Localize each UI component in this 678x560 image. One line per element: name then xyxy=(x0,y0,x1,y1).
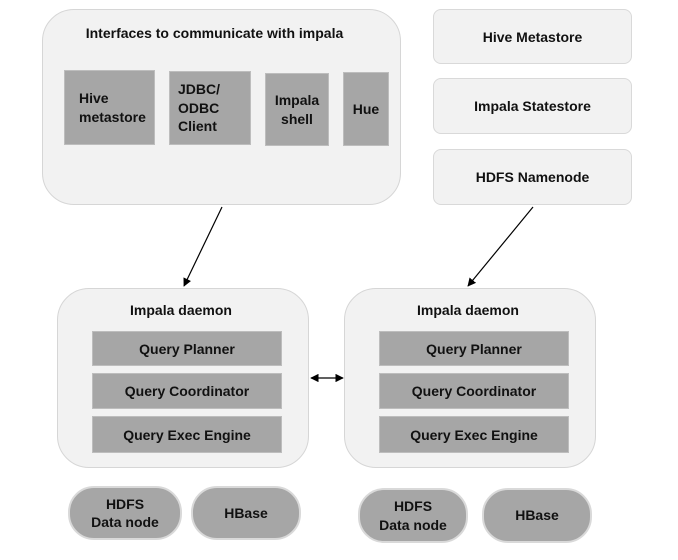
arrow-namenode-to-daemon xyxy=(467,206,534,287)
query-exec-engine-2: Query Exec Engine xyxy=(379,416,569,453)
impala-daemon-title-1: Impala daemon xyxy=(130,302,232,318)
hdfs-data-node-2: HDFS Data node xyxy=(358,488,468,543)
query-coordinator-1: Query Coordinator xyxy=(92,373,282,409)
hive-metastore-box: Hive Metastore xyxy=(433,9,632,64)
query-planner-1: Query Planner xyxy=(92,331,282,366)
hdfs-data-node-1: HDFS Data node xyxy=(68,486,182,540)
interface-hive-metastore: Hive metastore xyxy=(64,70,155,145)
interfaces-title: Interfaces to communicate with impala xyxy=(85,25,344,41)
interface-impala-shell: Impala shell xyxy=(265,73,329,146)
arrow-interfaces-to-daemon xyxy=(183,206,223,287)
impala-statestore-box: Impala Statestore xyxy=(433,78,632,134)
hbase-1: HBase xyxy=(191,486,301,540)
query-exec-engine-1: Query Exec Engine xyxy=(92,416,282,453)
impala-daemon-title-2: Impala daemon xyxy=(417,302,519,318)
interface-jdbc-odbc-client: JDBC/ ODBC Client xyxy=(169,71,251,145)
hbase-2: HBase xyxy=(482,488,592,543)
hdfs-namenode-box: HDFS Namenode xyxy=(433,149,632,205)
query-planner-2: Query Planner xyxy=(379,331,569,366)
interface-hue: Hue xyxy=(343,72,389,146)
query-coordinator-2: Query Coordinator xyxy=(379,373,569,409)
